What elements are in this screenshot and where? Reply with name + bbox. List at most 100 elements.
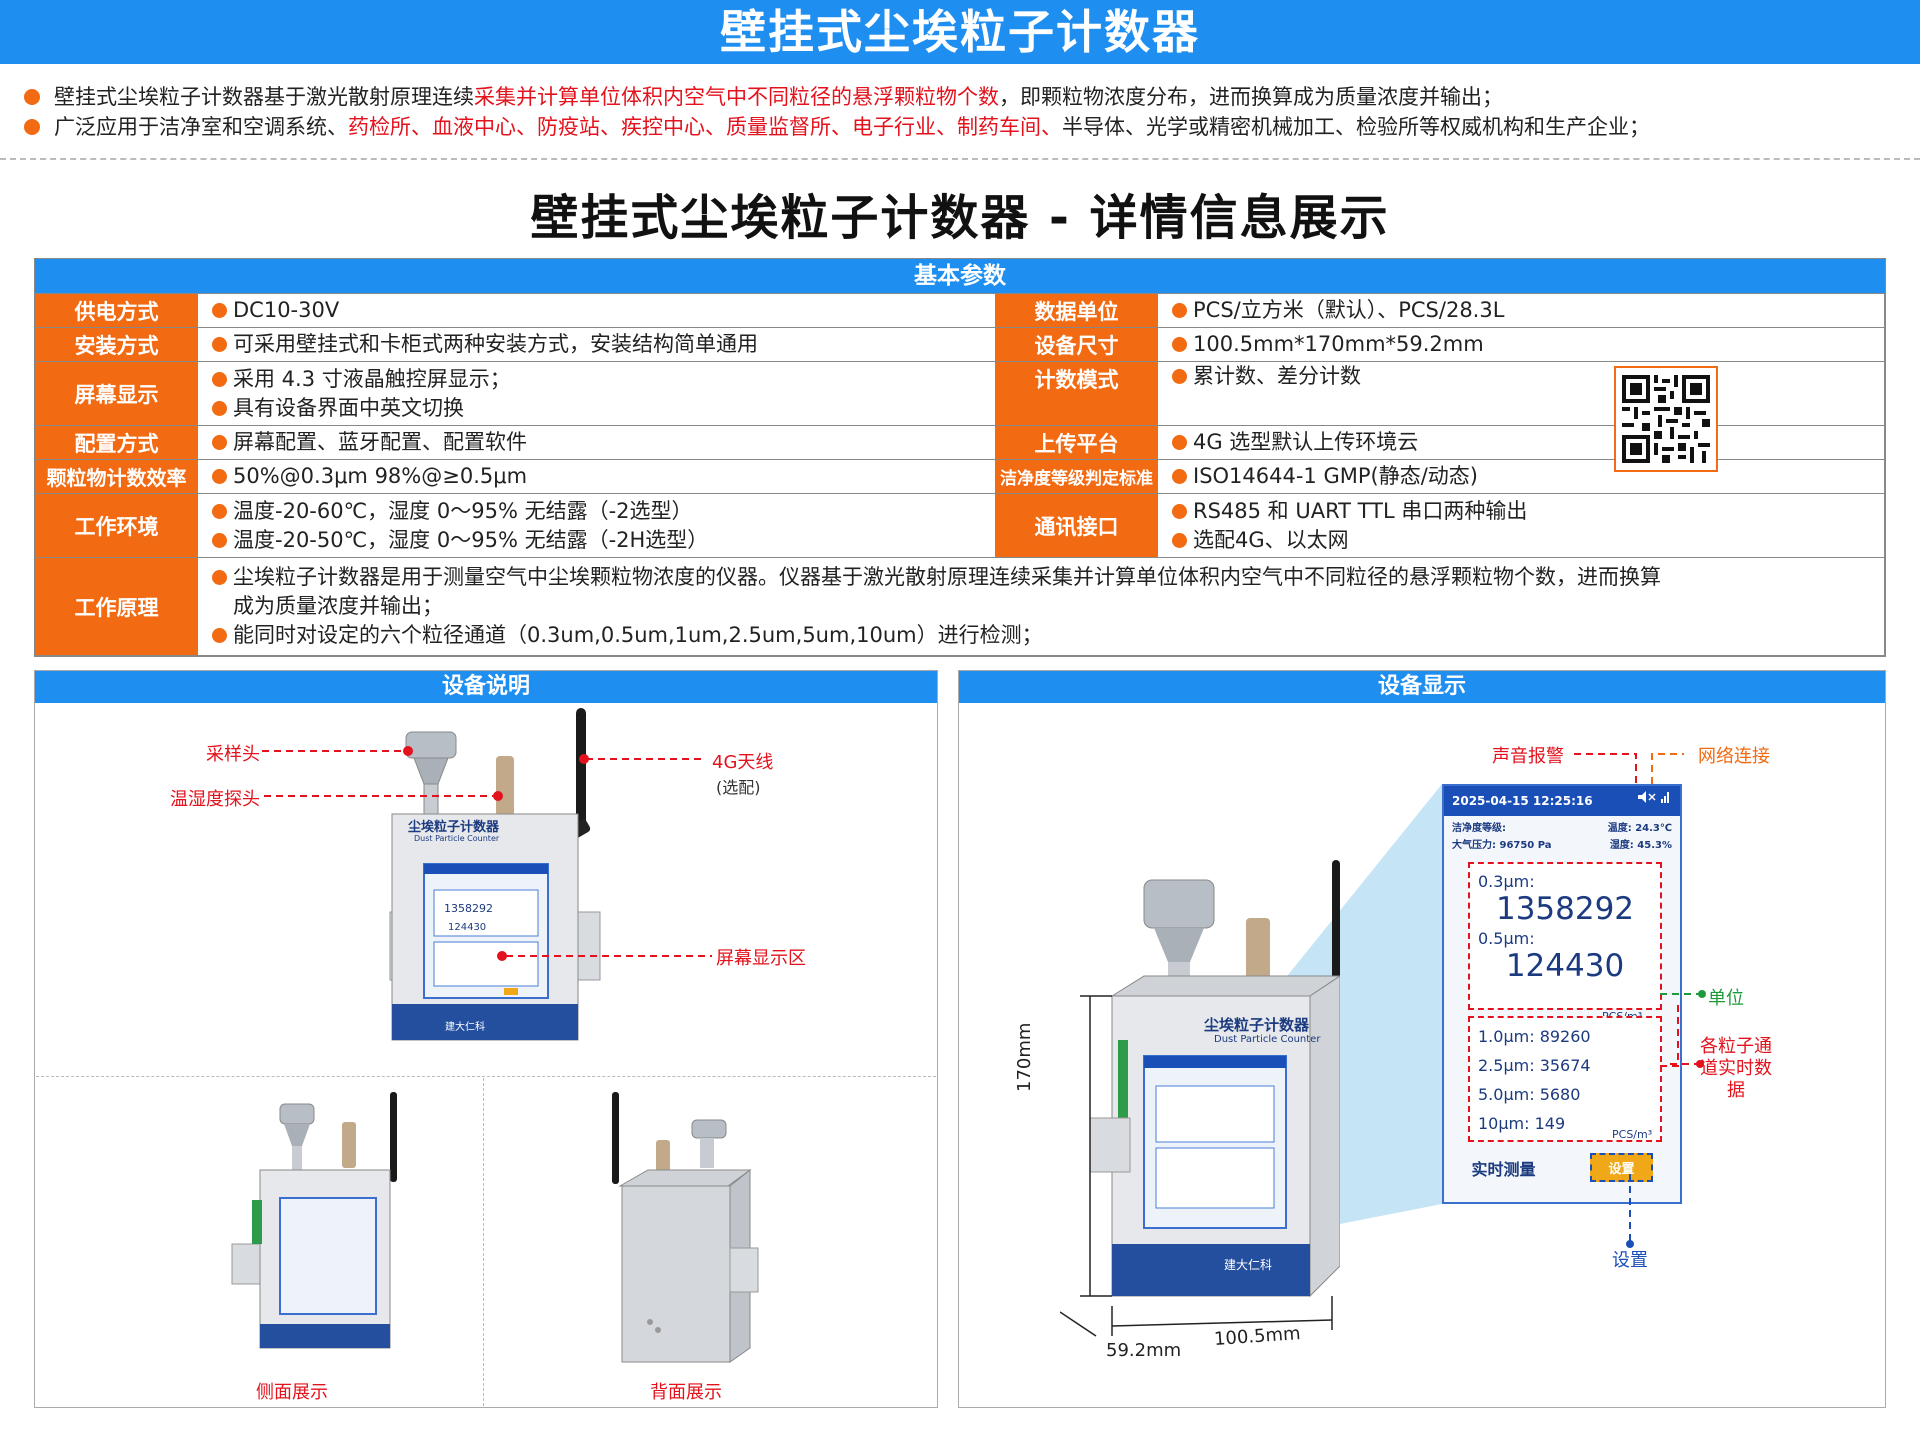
principle-value-1: 尘埃粒子计数器是用于测量空气中尘埃颗粒物浓度的仪器。仪器基于激光散射原理连续采集… bbox=[233, 565, 1661, 618]
comm-label: 通讯接口 bbox=[995, 493, 1158, 558]
table-row: 配置方式 屏幕配置、蓝牙配置、配置软件 上传平台 4G 选型默认上传环境云 bbox=[35, 425, 1885, 460]
screen-key-03: 0.3μm: bbox=[1478, 872, 1535, 891]
brand-logo: 建大仁科 bbox=[445, 1022, 485, 1033]
mute-and-signal-icon bbox=[1638, 791, 1669, 803]
env-label: 工作环境 bbox=[35, 493, 198, 558]
unit-label: 数据单位 bbox=[995, 293, 1158, 328]
table-row: 颗粒物计数效率 50%@0.3μm 98%@≥0.5μm 洁净度等级判定标准 I… bbox=[35, 459, 1885, 494]
mini-screen-value-05: 124430 bbox=[448, 922, 487, 933]
bullet-icon bbox=[1172, 435, 1187, 450]
label-antenna: 4G天线 bbox=[712, 752, 774, 773]
display-device-name-en: Dust Particle Counter bbox=[1214, 1034, 1321, 1045]
dashed-divider bbox=[36, 1076, 936, 1077]
intro-line2-highlight: 药检所、血液中心、防疫站、疾控中心、质量监督所、电子行业、制药车间、 bbox=[348, 115, 1062, 139]
back-view-illustration bbox=[612, 1092, 759, 1363]
intro-line1-highlight: 采集并计算单位体积内空气中不同粒径的悬浮颗粒物个数 bbox=[474, 85, 999, 109]
efficiency-label: 颗粒物计数效率 bbox=[35, 459, 198, 494]
env-value-2: 温度-20-50℃，湿度 0～95% 无结露（-2H选型） bbox=[233, 527, 709, 552]
screen-pressure: 大气压力: 96750 Pa bbox=[1452, 840, 1552, 851]
page-banner-title: 壁挂式尘埃粒子计数器 bbox=[0, 0, 1920, 64]
orange-bullet-icon bbox=[24, 89, 40, 105]
bullet-icon bbox=[1172, 532, 1187, 548]
screen-status-icons bbox=[1636, 786, 1672, 816]
qr-code[interactable] bbox=[1614, 366, 1718, 472]
bullet-icon bbox=[212, 435, 227, 450]
unit-value: PCS/立方米（默认）、PCS/28.3L bbox=[1193, 298, 1505, 322]
intro-line-2: 广泛应用于洁净室和空调系统、药检所、血液中心、防疫站、疾控中心、质量监督所、电子… bbox=[24, 112, 1904, 142]
screen-unit-2: PCS/m³ bbox=[1612, 1128, 1653, 1141]
label-back-view: 背面展示 bbox=[650, 1382, 722, 1403]
bullet-icon bbox=[1172, 503, 1187, 519]
bullet-icon bbox=[212, 628, 227, 643]
grade-value: ISO14644-1 GMP(静态/动态) bbox=[1193, 464, 1478, 488]
power-label: 供电方式 bbox=[35, 293, 198, 328]
bullet-icon bbox=[212, 532, 227, 548]
display-brand-logo: 建大仁科 bbox=[1224, 1258, 1273, 1272]
device-name-cn: 尘埃粒子计数器 bbox=[408, 820, 500, 835]
device-name-en: Dust Particle Counter bbox=[414, 834, 500, 843]
upload-value: 4G 选型默认上传环境云 bbox=[1193, 430, 1419, 454]
bullet-icon bbox=[212, 469, 227, 484]
label-sound-alarm: 声音报警 bbox=[1492, 746, 1564, 767]
label-sampling-head: 采样头 bbox=[206, 744, 260, 765]
label-side-view: 侧面展示 bbox=[256, 1382, 328, 1403]
screen-channel-50: 5.0μm: 5680 bbox=[1478, 1085, 1581, 1104]
bullet-icon bbox=[212, 400, 227, 416]
section-title: 壁挂式尘埃粒子计数器 - 详情信息展示 bbox=[530, 190, 1390, 246]
bullet-icon bbox=[212, 503, 227, 519]
screen-label: 屏幕显示 bbox=[35, 361, 198, 426]
main-device-illustration bbox=[389, 708, 601, 1041]
screen-value-05: 124430 bbox=[1505, 948, 1625, 984]
screen-channel-100: 10μm: 149 bbox=[1478, 1114, 1566, 1133]
label-screen-area: 屏幕显示区 bbox=[716, 948, 806, 969]
comm-value-2: 选配4G、以太网 bbox=[1193, 527, 1349, 552]
table-row: 供电方式 DC10-30V 数据单位 PCS/立方米（默认）、PCS/28.3L bbox=[35, 293, 1885, 328]
intro-line1-a: 壁挂式尘埃粒子计数器基于激光散射原理连续 bbox=[54, 85, 474, 109]
screen-settings-button[interactable]: 设置 bbox=[1590, 1153, 1653, 1182]
orange-bullet-icon bbox=[24, 119, 40, 135]
screen-channel-25: 2.5μm: 35674 bbox=[1478, 1056, 1591, 1075]
efficiency-value: 50%@0.3μm 98%@≥0.5μm bbox=[233, 464, 528, 488]
side-view-illustration bbox=[231, 1092, 397, 1349]
bullet-icon bbox=[212, 371, 227, 387]
install-value: 可采用壁挂式和卡柜式两种安装方式，安装结构简单通用 bbox=[233, 332, 758, 356]
screen-bottom-bar: 实时测量 设置 bbox=[1444, 1153, 1680, 1182]
bullet-icon bbox=[212, 570, 227, 585]
screen-value-03: 1358292 bbox=[1495, 891, 1635, 927]
label-network: 网络连接 bbox=[1698, 746, 1770, 767]
count-label: 计数模式 bbox=[995, 361, 1158, 426]
screen-value-1: 采用 4.3 寸液晶触控屏显示； bbox=[233, 366, 511, 391]
screen-cleanliness-label: 洁净度等级: bbox=[1452, 823, 1506, 834]
callout-lines bbox=[262, 746, 712, 961]
principle-value-2: 能同时对设定的六个粒径通道（0.3um,0.5um,1um,2.5um,5um,… bbox=[233, 623, 1043, 647]
env-value-1: 温度-20-60℃，湿度 0～95% 无结露（-2选型） bbox=[233, 498, 693, 523]
label-th-probe: 温湿度探头 bbox=[170, 789, 260, 810]
params-heading: 基本参数 bbox=[35, 259, 1885, 293]
display-device-name-cn: 尘埃粒子计数器 bbox=[1204, 1016, 1310, 1034]
screen-status-bar: 2025-04-15 12:25:16 bbox=[1444, 786, 1680, 816]
upload-label: 上传平台 bbox=[995, 425, 1158, 460]
screen-humidity: 湿度: 45.3% bbox=[1609, 840, 1672, 851]
label-channels: 各粒子通道实时数据 bbox=[1700, 1036, 1772, 1101]
label-unit: 单位 bbox=[1708, 988, 1744, 1009]
dashed-divider bbox=[0, 158, 1920, 160]
bullet-icon bbox=[1172, 369, 1187, 384]
table-row: 屏幕显示 采用 4.3 寸液晶触控屏显示； 具有设备界面中英文切换 计数模式 累… bbox=[35, 361, 1885, 426]
config-value: 屏幕配置、蓝牙配置、配置软件 bbox=[233, 430, 527, 454]
display-device-illustration bbox=[1060, 860, 1340, 1337]
bullet-icon bbox=[1172, 469, 1187, 484]
screen-measure-tab[interactable]: 实时测量 bbox=[1471, 1159, 1536, 1179]
table-row: 安装方式 可采用壁挂式和卡柜式两种安装方式，安装结构简单通用 设备尺寸 100.… bbox=[35, 327, 1885, 362]
qr-code-icon bbox=[1622, 375, 1710, 463]
screen-channel-10: 1.0μm: 89260 bbox=[1478, 1027, 1591, 1046]
config-label: 配置方式 bbox=[35, 425, 198, 460]
screen-temp: 温度: 24.3℃ bbox=[1607, 823, 1672, 834]
mini-screen-value-03: 1358292 bbox=[444, 902, 493, 915]
screen-main-channels: 0.3μm: 1358292 0.5μm: 124430 bbox=[1468, 862, 1662, 1010]
intro-line-1: 壁挂式尘埃粒子计数器基于激光散射原理连续采集并计算单位体积内空气中不同粒径的悬浮… bbox=[24, 82, 1904, 112]
intro-text: 壁挂式尘埃粒子计数器基于激光散射原理连续采集并计算单位体积内空气中不同粒径的悬浮… bbox=[24, 82, 1904, 142]
bullet-icon bbox=[212, 337, 227, 352]
intro-line1-b: ，即颗粒物浓度分布，进而换算成为质量浓度并输出； bbox=[999, 85, 1503, 109]
table-row: 工作环境 温度-20-60℃，湿度 0～95% 无结露（-2选型） 温度-20-… bbox=[35, 493, 1885, 558]
device-display-heading: 设备显示 bbox=[959, 671, 1885, 703]
